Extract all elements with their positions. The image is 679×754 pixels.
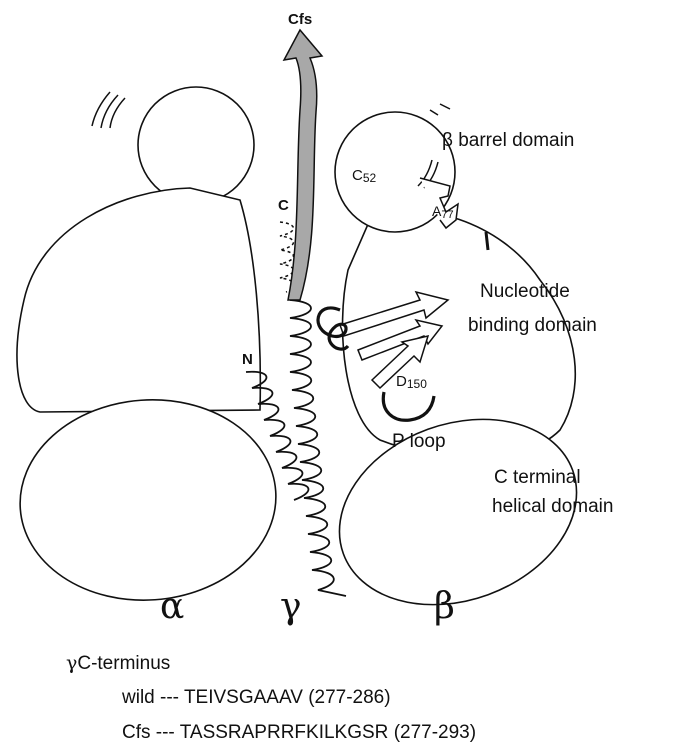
beta-subunit-label: β: [434, 586, 455, 627]
alpha-middle-domain: [17, 188, 260, 412]
c-terminal-domain-label-1: C terminal: [494, 467, 581, 488]
cfs-arrow-body: [284, 30, 322, 300]
alpha-lower-domain: [13, 391, 282, 608]
gamma-c-terminus-marker: C: [278, 197, 289, 214]
cfs-arrow-icon: [284, 30, 322, 300]
a77-stub: [486, 232, 488, 250]
alpha-upper-domain: [138, 87, 254, 203]
cfs-top-label: Cfs: [288, 11, 312, 28]
alpha-motion-lines-icon: [92, 92, 125, 128]
alpha-subunit: [13, 87, 282, 609]
gamma-n-terminus-marker: N: [242, 351, 253, 368]
gamma-long-helix: [290, 300, 346, 596]
beta-barrel-domain-label: β barrel domain: [442, 130, 574, 151]
gamma-subunit-label: γ: [280, 586, 302, 627]
nucleotide-binding-label-1: Nucleotide: [480, 281, 570, 302]
p-loop-label: P loop: [392, 431, 446, 452]
beta-subunit: [313, 112, 602, 636]
alpha-subunit-label: α: [160, 586, 184, 627]
c-terminal-domain-label-2: helical domain: [492, 496, 613, 517]
nucleotide-binding-label-2: binding domain: [468, 315, 597, 336]
